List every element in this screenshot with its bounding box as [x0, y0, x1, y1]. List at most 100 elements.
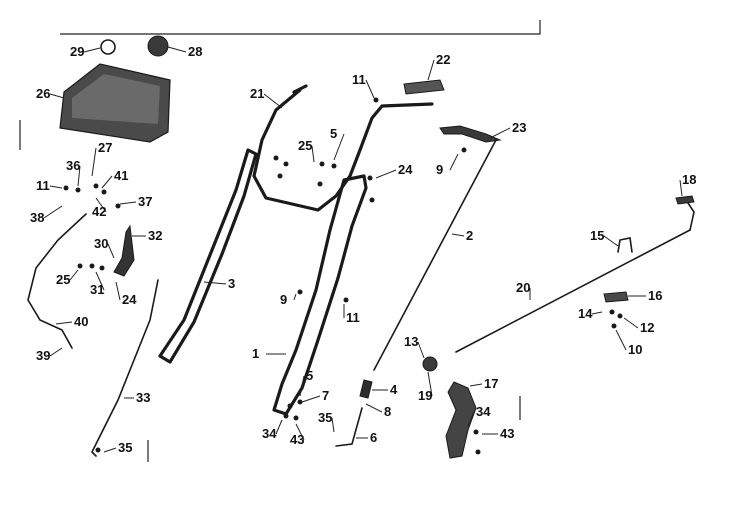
leader-line-24	[375, 169, 397, 179]
leader-line-15	[603, 235, 619, 247]
callout-1: 1	[252, 346, 259, 361]
callout-18: 18	[682, 172, 696, 187]
callout-27: 27	[98, 140, 112, 155]
link-16	[603, 291, 629, 303]
callout-30: 30	[94, 236, 108, 251]
leader-line-42	[95, 197, 107, 213]
upper-handle-21-grip	[292, 84, 308, 94]
callout-34: 34	[262, 426, 277, 441]
leader-line-8	[365, 403, 383, 413]
bracket-32	[113, 224, 135, 277]
cable-40	[27, 213, 87, 349]
callout-15: 15	[590, 228, 604, 243]
callout-5: 5	[306, 368, 313, 383]
leader-line-9	[293, 293, 297, 301]
callout-32: 32	[148, 228, 162, 243]
callout-25: 25	[298, 138, 312, 153]
leader-line-27	[91, 147, 97, 177]
hub-13	[422, 356, 438, 372]
leader-line-11	[365, 79, 375, 99]
leader-line-9	[449, 153, 459, 171]
lower-handle-1	[272, 174, 368, 416]
leader-line-12	[623, 317, 639, 329]
callout-11: 11	[36, 178, 50, 193]
callout-25: 25	[56, 272, 70, 287]
spring-15	[617, 237, 633, 253]
callout-22: 22	[436, 52, 450, 67]
cover-plate-26-highlight	[72, 74, 160, 124]
callout-9: 9	[280, 292, 287, 307]
callout-8: 8	[384, 404, 391, 419]
sleeve-4	[359, 379, 373, 399]
callout-3: 3	[228, 276, 235, 291]
leader-line-23	[489, 127, 511, 139]
brace-3	[158, 148, 258, 364]
leader-line-17	[469, 383, 483, 387]
callout-4: 4	[390, 382, 398, 397]
leader-line-34	[467, 411, 475, 427]
callout-29: 29	[70, 44, 84, 59]
callout-40: 40	[74, 314, 88, 329]
leader-line-37	[119, 201, 137, 205]
leader-line-19	[427, 371, 433, 397]
callout-9: 9	[436, 162, 443, 177]
leader-line-13	[417, 341, 425, 359]
leader-line-39	[49, 347, 63, 357]
callout-33: 33	[136, 390, 150, 405]
frame-top-edge	[60, 20, 541, 35]
leader-line-5	[333, 133, 345, 161]
leader-line-10	[615, 329, 627, 351]
callout-20: 20	[516, 280, 530, 295]
rod-20-bend	[685, 199, 695, 231]
callout-11: 11	[346, 310, 360, 325]
rod-33	[91, 279, 159, 457]
callout-28: 28	[188, 44, 202, 59]
callout-35: 35	[318, 410, 332, 425]
callout-35: 35	[118, 440, 132, 455]
knob-29	[100, 39, 116, 55]
callout-14: 14	[578, 306, 593, 321]
callout-43: 43	[500, 426, 514, 441]
leader-line-11	[49, 185, 63, 189]
leader-line-25	[69, 269, 79, 281]
leader-line-34	[275, 419, 283, 435]
callout-5: 5	[330, 126, 337, 141]
pin-6	[335, 407, 363, 447]
callout-2: 2	[466, 228, 473, 243]
leader-line-5	[299, 375, 305, 397]
leader-line-38	[43, 205, 63, 219]
callout-38: 38	[30, 210, 44, 225]
leader-line-2	[451, 233, 465, 237]
control-lever-23	[439, 125, 502, 143]
leader-line-36	[77, 165, 81, 187]
leader-line-35	[331, 417, 335, 433]
leader-line-7	[301, 395, 321, 403]
callout-21: 21	[250, 86, 264, 101]
hardware-dots	[63, 97, 623, 455]
callout-41: 41	[114, 168, 128, 183]
callout-16: 16	[648, 288, 662, 303]
leader-line-24	[115, 281, 121, 301]
bracket-17	[445, 381, 477, 459]
callout-34: 34	[476, 404, 491, 419]
callout-17: 17	[484, 376, 498, 391]
callout-19: 19	[418, 388, 432, 403]
knob-28	[147, 35, 169, 57]
callout-39: 39	[36, 348, 50, 363]
callout-37: 37	[138, 194, 152, 209]
leader-line-26	[49, 93, 65, 99]
leader-line-41	[101, 175, 113, 189]
leader-line-29	[83, 47, 101, 53]
leader-line-43	[295, 423, 305, 441]
leader-line-21	[263, 93, 283, 109]
leader-line-31	[95, 271, 105, 291]
callout-6: 6	[370, 430, 377, 445]
control-rod-2	[373, 139, 497, 371]
grip-22	[403, 79, 445, 95]
leader-line-28	[167, 46, 187, 53]
leader-line-3	[203, 281, 227, 285]
callout-31: 31	[90, 282, 104, 297]
